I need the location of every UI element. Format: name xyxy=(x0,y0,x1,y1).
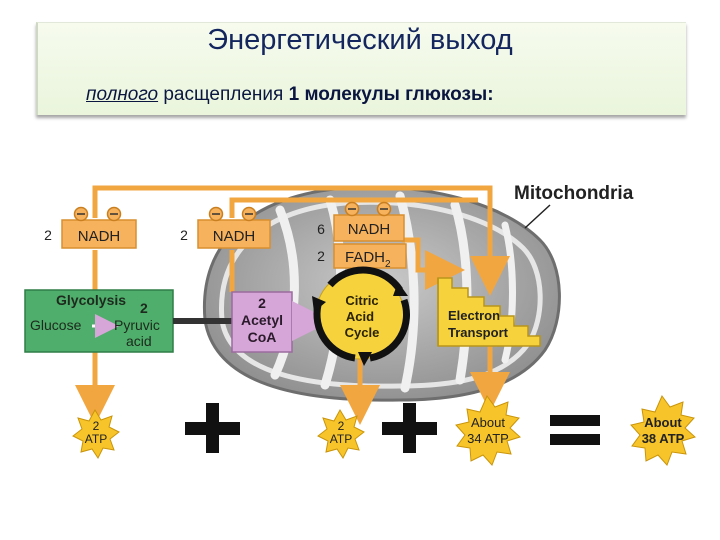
about-label: About xyxy=(471,415,505,430)
nadh-label: NADH xyxy=(78,228,121,245)
atp38-label: 38 ATP xyxy=(642,431,685,446)
atp-label: ATP xyxy=(85,432,107,446)
nadh-count-3: 6 xyxy=(317,221,325,237)
equals-sign xyxy=(550,415,600,445)
atp-star-total: About 38 ATP xyxy=(630,395,696,466)
electron-label: Electron xyxy=(448,308,500,323)
acetyl-coa-box: 2 Acetyl CoA xyxy=(231,291,293,353)
subtitle-word: расщепления xyxy=(163,84,284,105)
title-banner xyxy=(36,22,686,115)
citric-acid-cycle: Citric Acid Cycle xyxy=(312,266,410,366)
nadh-loop-arrow-1 xyxy=(92,185,510,296)
page-subtitle: полного расщепления 1 молекулы глюкозы: xyxy=(86,84,494,106)
pyruvic-label: Pyruvic xyxy=(114,317,160,333)
atp-count-krebs: 2 xyxy=(338,419,345,433)
glycolysis-label: Glycolysis xyxy=(56,292,126,308)
about-label: About xyxy=(644,415,682,430)
subtitle-bold-phrase: 1 молекулы глюкозы: xyxy=(288,84,494,105)
electron-transport-box: Electron Transport xyxy=(437,277,541,347)
nadh-to-electron-arrow xyxy=(402,237,465,290)
nadh-box-acetyl: NADH xyxy=(197,206,271,249)
atp-label: ATP xyxy=(330,432,352,446)
coa-label: CoA xyxy=(248,329,277,345)
nadh-count-2: 2 xyxy=(180,227,188,243)
mitochondria-label: Mitochondria xyxy=(514,183,634,204)
fadh-label: FADH2 xyxy=(345,249,391,270)
nadh-loop-arrow-2 xyxy=(229,197,478,218)
atp-star-electron: About 34 ATP xyxy=(455,395,521,466)
nadh-label: NADH xyxy=(348,221,391,238)
nadh-label: NADH xyxy=(213,228,256,245)
acetyl-count: 2 xyxy=(258,295,266,311)
plus-sign-2 xyxy=(382,403,437,453)
nadh-box-glycolysis: NADH xyxy=(61,206,137,249)
glucose-label: Glucose xyxy=(30,317,82,333)
page-title: Энергетический выход xyxy=(207,24,513,56)
plus-sign-1 xyxy=(185,403,240,453)
nadh-box-krebs: NADH xyxy=(333,201,405,242)
subtitle-underlined-word: полного xyxy=(86,84,159,105)
atp-star-krebs: 2 ATP xyxy=(317,408,365,459)
nadh-count-1: 2 xyxy=(44,227,52,243)
cycle-label: Cycle xyxy=(345,325,380,340)
fadh-count: 2 xyxy=(317,248,325,264)
atp-count-glycolysis: 2 xyxy=(93,419,100,433)
citric-label: Citric xyxy=(345,293,378,308)
fadh2-box: FADH2 xyxy=(333,243,407,270)
transport-label: Transport xyxy=(448,325,509,340)
atp-star-glycolysis: 2 ATP xyxy=(72,408,120,459)
mitochondria-pointer xyxy=(524,204,551,229)
glycolysis-box: Glycolysis 2 Glucose Pyruvic acid xyxy=(24,289,174,353)
atp34-label: 34 ATP xyxy=(467,431,509,446)
acetyl-label: Acetyl xyxy=(241,312,283,328)
acid-label: acid xyxy=(126,333,152,349)
glycolysis-count: 2 xyxy=(140,300,148,316)
acid2-label: Acid xyxy=(346,309,374,324)
